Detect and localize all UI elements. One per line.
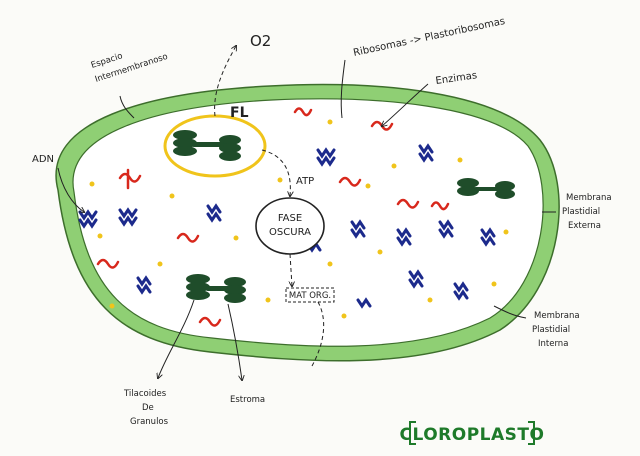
membrana-interna-line2: Plastidial xyxy=(532,325,570,335)
ribosomas-label: Ribosomas -> Plastoribosomas xyxy=(352,16,506,59)
ribosome-dot xyxy=(109,303,115,309)
atp-arrow xyxy=(261,149,290,196)
ribosome-dot xyxy=(277,177,283,183)
membrana-interna-pointer xyxy=(493,305,527,319)
ribosome-dot xyxy=(265,297,271,303)
adn-pointer xyxy=(57,167,84,212)
granum-bottom xyxy=(186,274,246,303)
ribosome-dot xyxy=(491,281,497,287)
enzyme-mark xyxy=(118,168,142,190)
dna-mark xyxy=(136,275,152,295)
ribosome-dot xyxy=(89,181,95,187)
membrana-externa-line2: Plastidial xyxy=(562,207,600,217)
mat-org-label: MAT ORG. xyxy=(289,291,331,301)
ribosome-dot xyxy=(391,163,397,169)
enzyme-mark xyxy=(338,176,362,187)
adn-label: ADN xyxy=(32,154,54,165)
dna-mark xyxy=(408,269,424,289)
tilacoides-line3: Granulos xyxy=(130,417,169,427)
estroma-pointer xyxy=(227,303,242,380)
dna-mark xyxy=(206,203,222,223)
pointer-lines xyxy=(57,59,556,380)
ribosome-dot xyxy=(327,119,333,125)
dna-mark xyxy=(453,281,469,301)
ribosome-dot xyxy=(377,249,383,255)
dna-mark xyxy=(480,227,496,247)
fase-oscura-line2: OSCURA xyxy=(269,227,311,238)
espacio-pointer xyxy=(119,95,135,119)
ribosome-dot xyxy=(97,233,103,239)
dna-mark xyxy=(118,207,138,227)
enzyme-mark xyxy=(96,258,120,269)
enzyme-mark xyxy=(176,232,200,243)
exit-arrow xyxy=(311,301,325,367)
membrana-interna-line1: Membrana xyxy=(534,311,580,321)
granum-top-left xyxy=(173,130,241,161)
ribosome-dot xyxy=(169,193,175,199)
ribosome-dot xyxy=(365,183,371,189)
dna-mark xyxy=(316,147,336,167)
process-arrows xyxy=(214,46,325,367)
fase-oscura-line1: FASE xyxy=(278,213,302,224)
ribosome-dot xyxy=(157,261,163,267)
ribosome-dot xyxy=(427,297,433,303)
tilacoides-pointer xyxy=(158,299,195,378)
dna-mark xyxy=(396,227,412,247)
enzyme-mark xyxy=(198,316,222,327)
membrana-interna-line3: Interna xyxy=(538,339,568,349)
title: CLOROPLASTO xyxy=(400,425,545,445)
o2-label: O2 xyxy=(250,32,271,50)
dna-mark xyxy=(418,143,434,163)
title-bracket-left xyxy=(409,421,416,445)
dna-group xyxy=(78,143,496,309)
title-bracket-right xyxy=(528,421,535,445)
ribosome-dot xyxy=(503,229,509,235)
enzimas-pointer xyxy=(382,83,429,126)
tilacoides-line2: De xyxy=(142,403,154,413)
o2-arrow xyxy=(214,46,236,117)
fl-label: FL xyxy=(230,105,249,121)
dna-mark xyxy=(438,219,454,239)
fase-oscura-circle xyxy=(255,197,325,255)
membrana-externa-line3: Externa xyxy=(568,221,601,231)
dna-mark xyxy=(78,209,98,229)
granum-right xyxy=(457,178,515,199)
ribosome-dot xyxy=(233,235,239,241)
ribosome-dot xyxy=(341,313,347,319)
mat-org-box xyxy=(285,287,335,303)
estroma-label: Estroma xyxy=(230,395,265,405)
membrana-externa-line1: Membrana xyxy=(566,193,612,203)
enzyme-mark xyxy=(430,201,450,211)
ribosome-group xyxy=(89,119,509,319)
dna-mark xyxy=(350,219,366,239)
enzimas-label: Enzimas xyxy=(435,70,478,87)
ribosome-dot xyxy=(327,261,333,267)
atp-label: ATP xyxy=(296,176,314,187)
enzyme-mark xyxy=(293,107,313,117)
tilacoides-line1: Tilacoides xyxy=(123,389,167,399)
ribosomas-pointer xyxy=(340,59,346,119)
ribosome-dot xyxy=(457,157,463,163)
mat-org-arrow xyxy=(290,253,292,286)
enzyme-mark xyxy=(396,198,420,209)
dna-mark xyxy=(356,297,372,309)
